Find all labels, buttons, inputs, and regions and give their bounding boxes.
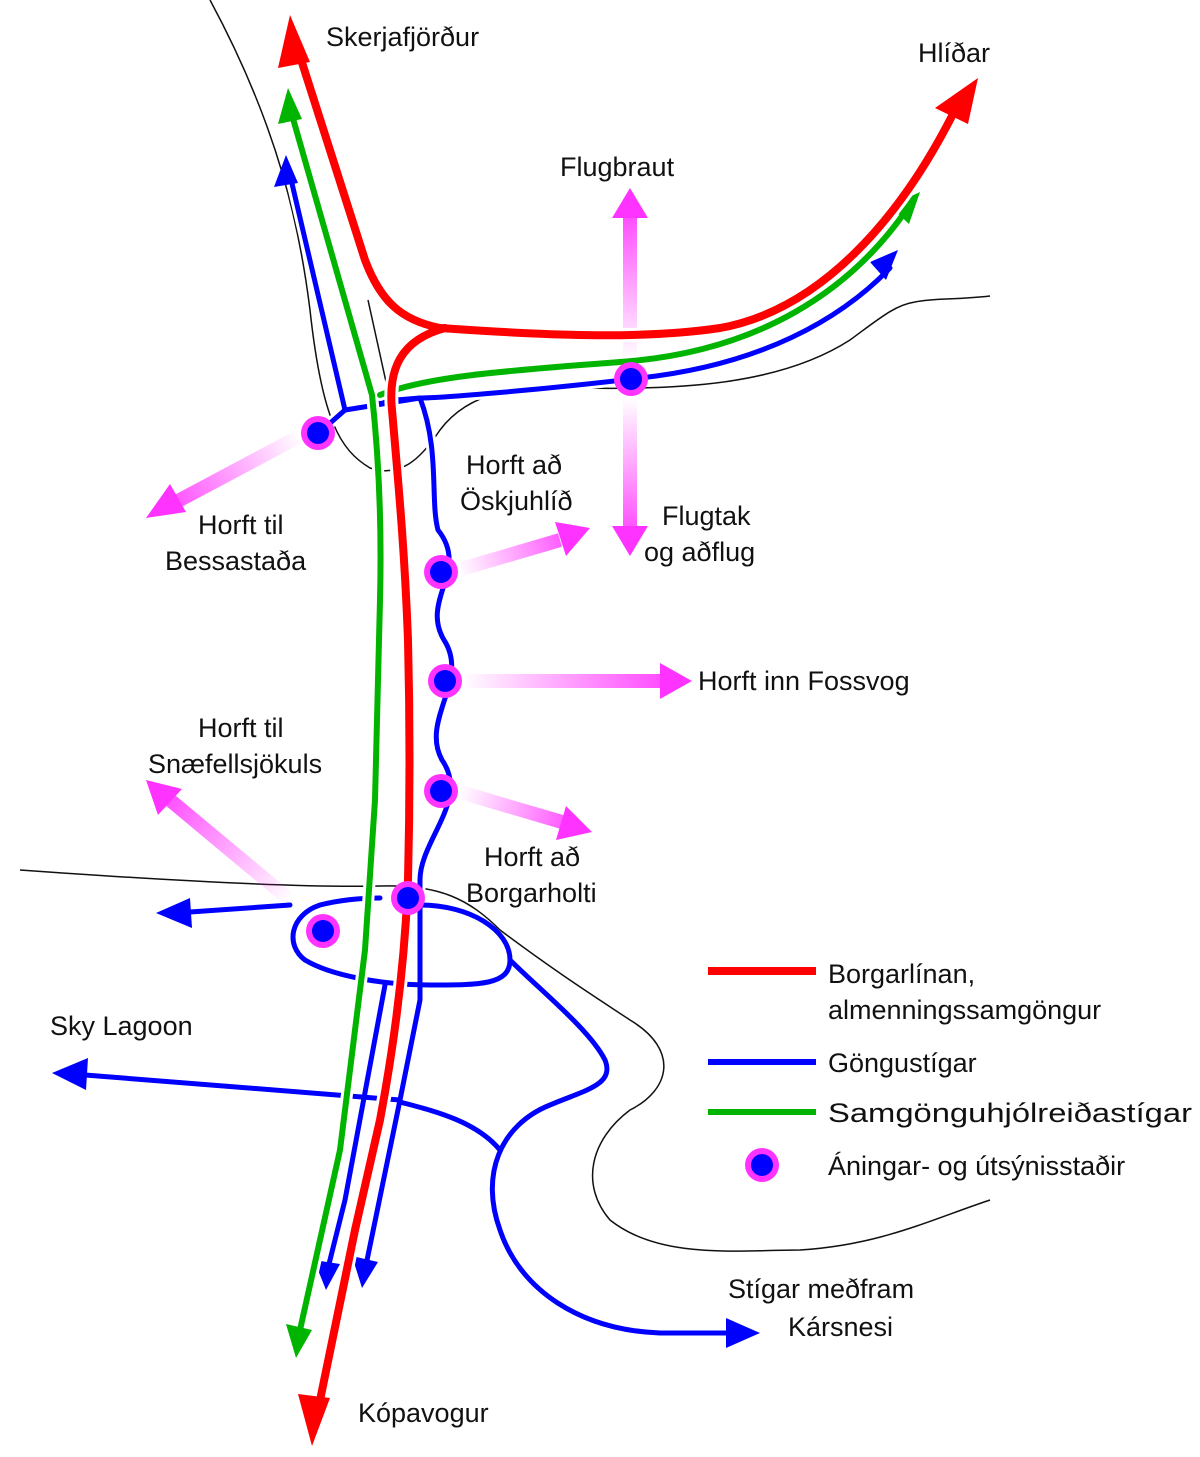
label-flugbraut: Flugbraut: [560, 152, 675, 182]
label-bessastadir-line1: Horft til: [198, 510, 284, 540]
arrowhead-skylagoon-blue: [52, 1058, 88, 1090]
borgarlina-arrowheads: [278, 15, 978, 1446]
arrowhead-skerjafjordur-red: [278, 15, 310, 68]
label-oskjuhlid-line2: Öskjuhlíð: [460, 486, 573, 516]
label-kopavogur: Kópavogur: [358, 1398, 489, 1428]
arrowhead-kopavogur-red: [298, 1394, 330, 1446]
view-arrow-flugtak: [612, 398, 648, 556]
viewpoint-snaefellsjokull[interactable]: [306, 914, 340, 948]
arrowhead-south-green: [286, 1324, 312, 1358]
arrowhead-hlidar-green: [890, 192, 920, 224]
viewpoint-bessastadir[interactable]: [301, 416, 335, 450]
viewpoint-crossing[interactable]: [391, 881, 425, 915]
label-karsnes-line1: Stígar meðfram: [728, 1274, 914, 1304]
view-arrow-fossvogur: [462, 663, 692, 699]
label-snaefellsjokull-line2: Snæfellsjökuls: [148, 749, 322, 779]
arrowhead-north-blue: [274, 155, 298, 187]
legend-swatch-aningarstadir: [745, 1148, 779, 1182]
cycle-path: [286, 109, 911, 1336]
label-snaefellsjokull-line1: Horft til: [198, 713, 284, 743]
cycle-path-east: [377, 209, 908, 398]
shoreline-west: [209, 0, 991, 472]
label-karsnes-line2: Kársnesi: [788, 1312, 893, 1342]
label-sky-lagoon: Sky Lagoon: [50, 1011, 193, 1041]
legend-label-hjolreidastigar: Samgönguhjólreiðastígar: [828, 1098, 1192, 1128]
view-arrow-borgarholt: [458, 785, 592, 840]
walking-path-east-loop: [489, 957, 731, 1336]
viewpoint-oskjuhlid[interactable]: [424, 555, 458, 589]
arrowhead-south1-blue: [314, 1260, 340, 1290]
legend-label-aningarstadir: Áningar- og útsýnisstaðir: [828, 1151, 1125, 1181]
view-arrows: [146, 188, 692, 906]
label-flugtak-line2: og aðflug: [644, 537, 755, 567]
label-hlidar: Hlíðar: [918, 38, 990, 68]
label-borgarholt-line2: Borgarholti: [466, 878, 597, 908]
borgarlina-north: [294, 46, 959, 340]
legend-label-borgarlina-line1: Borgarlínan,: [828, 959, 975, 989]
walking-arrowheads: [52, 155, 898, 1348]
arrowhead-west-blue: [156, 898, 192, 928]
arrowhead-hlidar-red: [935, 78, 978, 124]
walking-path-loop: [290, 895, 513, 988]
arrowhead-karsnes-blue: [726, 1318, 760, 1348]
view-arrow-oskjuhlid: [456, 522, 590, 577]
cycle-path-main: [289, 112, 384, 1333]
label-skerjafjordur: Skerjafjörður: [326, 22, 479, 52]
legend: Borgarlínan, almenningssamgöngur Göngust…: [708, 959, 1192, 1182]
borgarlina-south: [314, 324, 449, 1414]
label-fossvogur: Horft inn Fossvog: [698, 666, 910, 696]
view-arrow-bessastadir: [146, 429, 304, 518]
view-labels: Horft til Bessastaða Horft að Öskjuhlíð …: [148, 450, 910, 908]
label-oskjuhlid-line1: Horft að: [466, 450, 562, 480]
label-flugtak-line1: Flugtak: [662, 501, 751, 531]
viewpoints: [301, 362, 648, 948]
destination-labels: Skerjafjörður Hlíðar Flugbraut Sky Lagoo…: [50, 22, 990, 1428]
viewpoint-borgarholt[interactable]: [424, 774, 458, 808]
view-arrow-snaefellsjokull: [146, 780, 295, 906]
arrowhead-south2-blue: [352, 1256, 378, 1288]
legend-label-gongustigar: Göngustígar: [828, 1048, 977, 1078]
label-bessastadir-line2: Bessastaða: [165, 546, 307, 576]
arrowhead-north-green: [278, 88, 302, 124]
viewpoint-fossvogur[interactable]: [428, 664, 462, 698]
walking-path-karsnes-branch: [397, 1099, 503, 1153]
label-borgarholt-line1: Horft að: [484, 842, 580, 872]
walking-path-south: [325, 982, 388, 1271]
walking-path-west: [187, 902, 293, 915]
arrowhead-hlidar-blue: [870, 250, 898, 280]
borgarlina-line: [291, 43, 962, 1417]
viewpoint-flugbraut[interactable]: [614, 362, 648, 396]
legend-label-borgarlina-line2: almenningssamgöngur: [828, 995, 1101, 1025]
cycle-arrowheads: [278, 88, 920, 1358]
walking-path-east-wiggle: [362, 395, 455, 1273]
